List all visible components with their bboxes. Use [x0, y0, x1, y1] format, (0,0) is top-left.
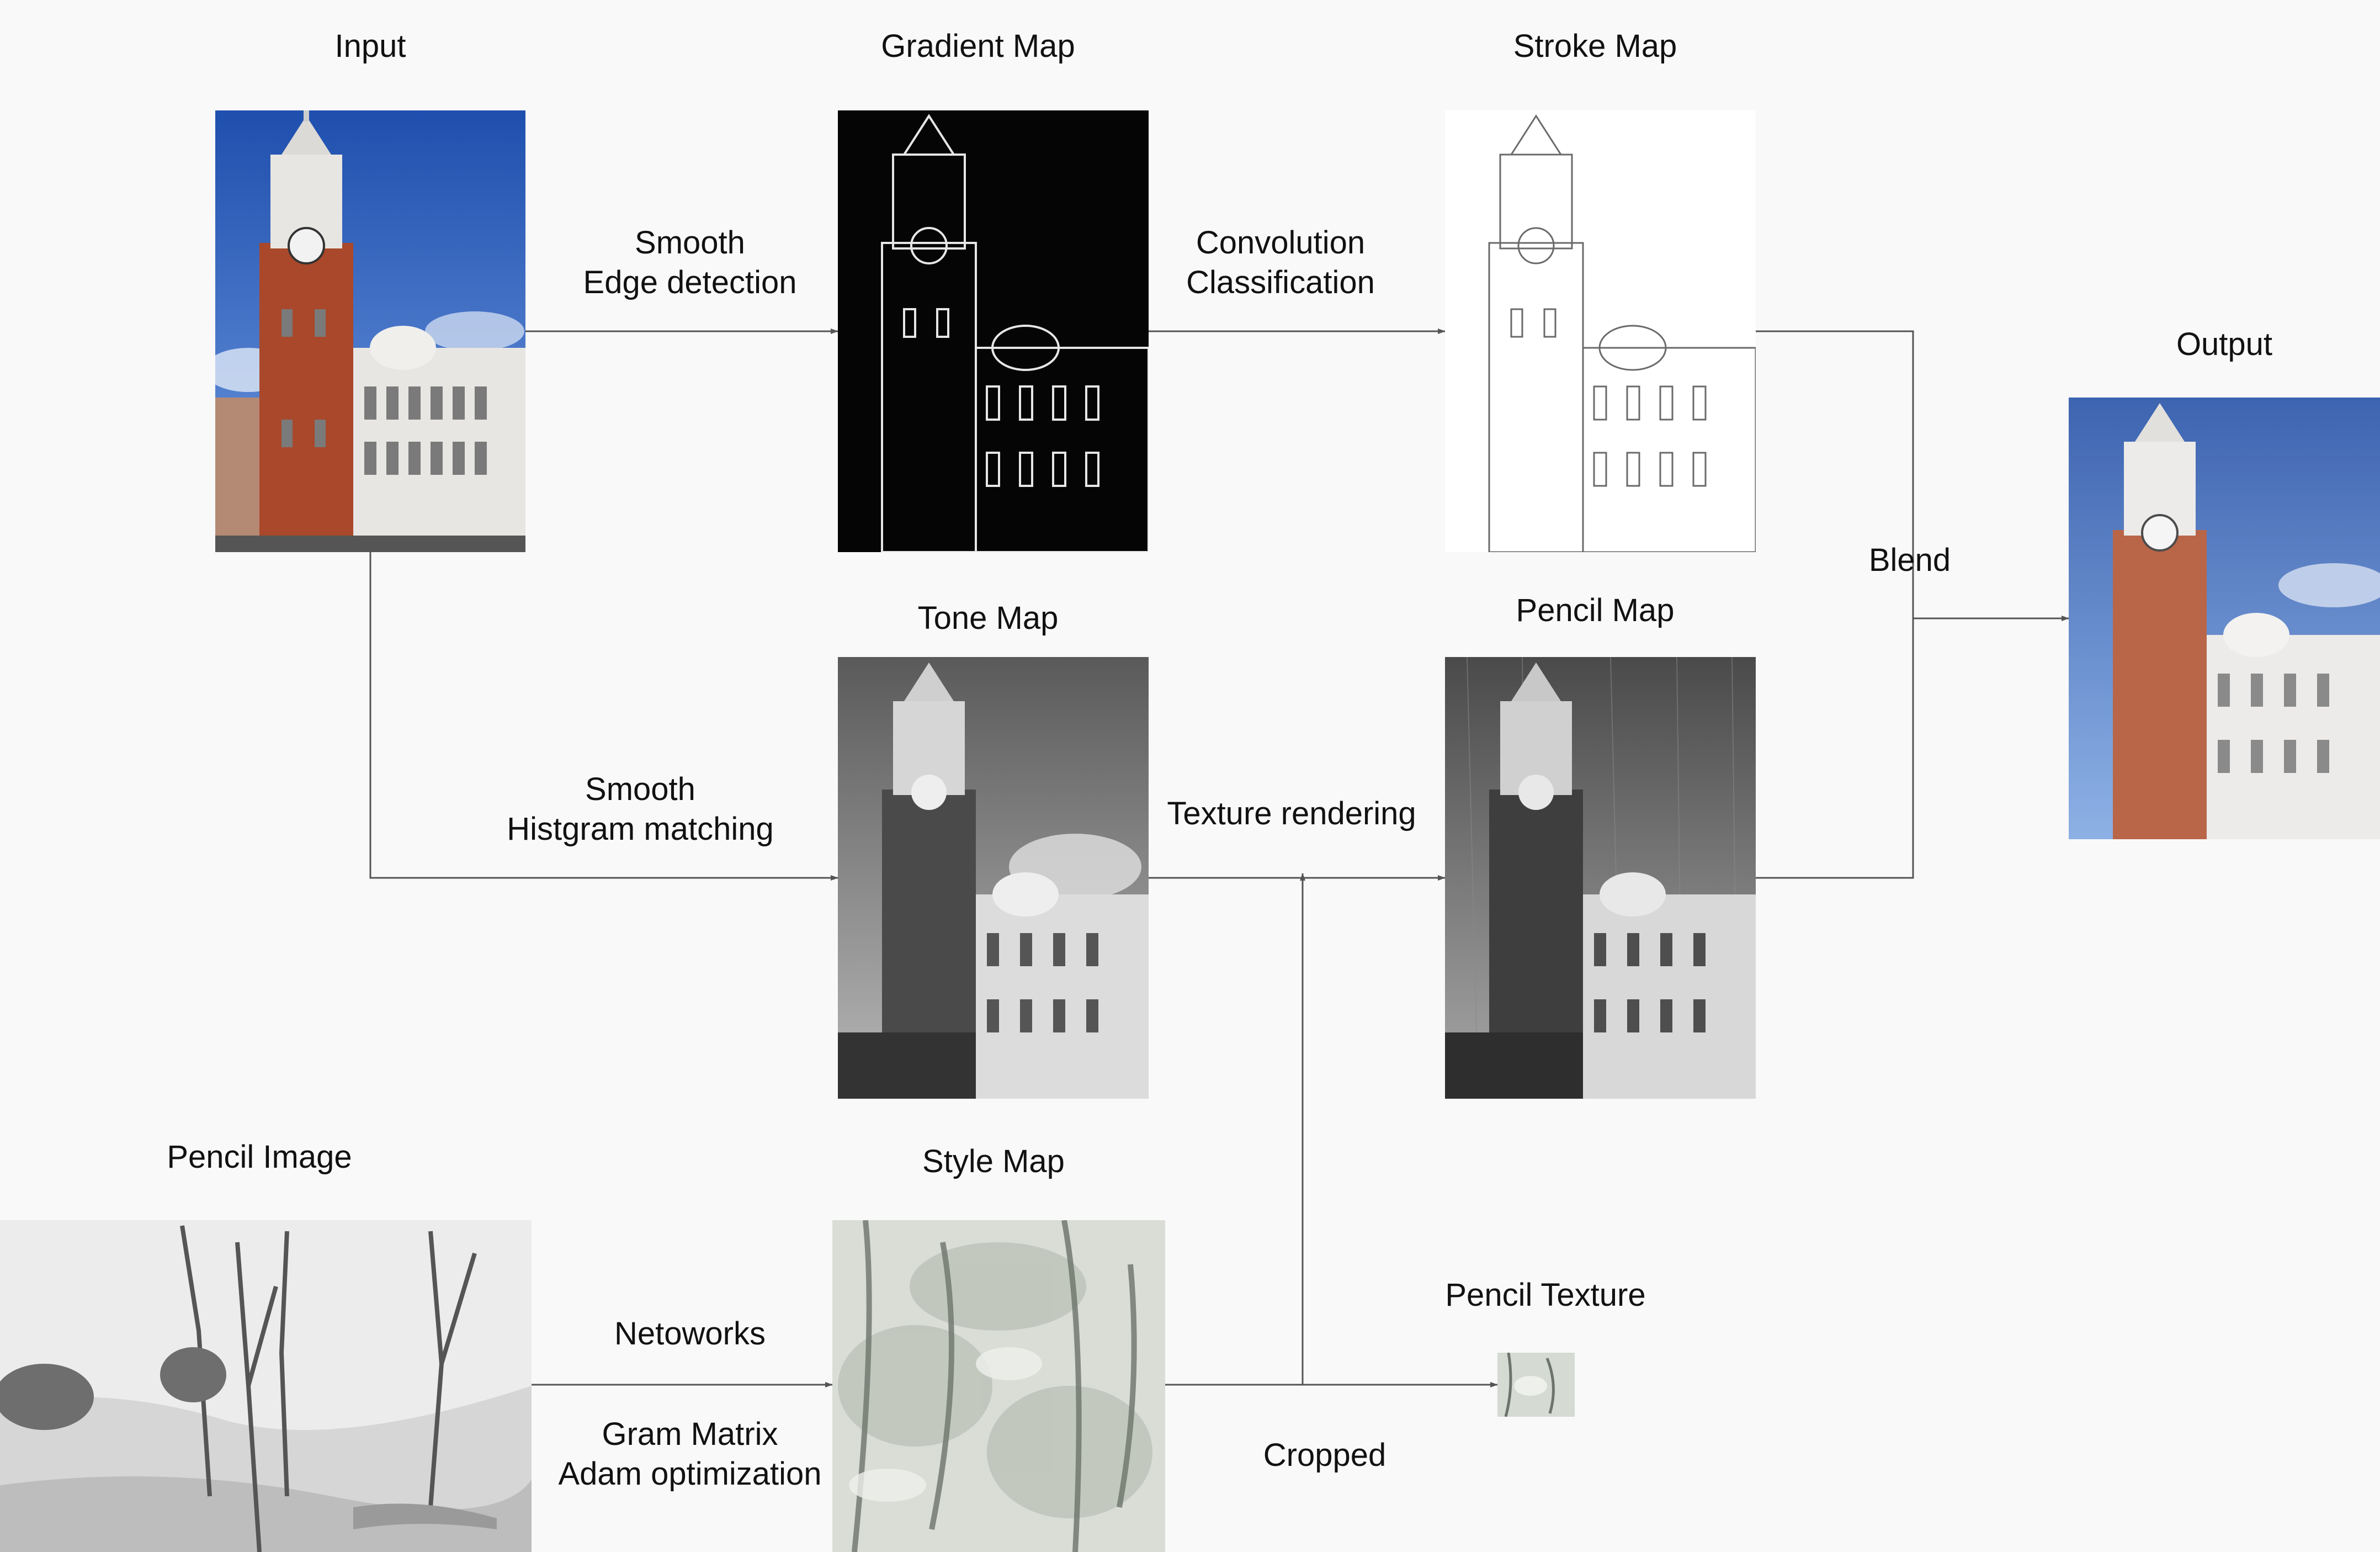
edge-label-networks: Netoworks	[614, 1316, 766, 1352]
gradient-map-image	[838, 110, 1149, 552]
line-pencilmap-to-blend	[1756, 618, 1914, 879]
edge-label-line: Convolution	[1196, 225, 1366, 261]
tone-map-title: Tone Map	[917, 600, 1059, 636]
output-image	[2069, 398, 2380, 839]
stroke-map-title: Stroke Map	[1513, 28, 1677, 64]
style-map-title: Style Map	[922, 1143, 1065, 1179]
edge-label-line: Histgram matching	[507, 811, 774, 847]
input-image	[215, 110, 525, 552]
edge-label-gram-matrix-adam: Gram Matrix Adam optimization	[524, 1415, 856, 1494]
input-title: Input	[334, 28, 406, 64]
edge-label-blend: Blend	[1868, 542, 1951, 578]
edge-label-smooth-edge-detection: Smooth Edge detection	[552, 223, 828, 303]
edge-label-convolution-classification: Convolution Classification	[1143, 223, 1419, 303]
line-stroke-to-blend	[1756, 330, 1914, 618]
pencil-map-image	[1445, 657, 1756, 1099]
edge-label-line: Gram Matrix	[602, 1416, 778, 1452]
edge-label-line: Smooth	[635, 225, 745, 261]
pencil-texture-image	[1497, 1353, 1575, 1417]
arrow-input-to-tone	[369, 552, 838, 881]
edge-label-line: Adam optimization	[558, 1456, 822, 1492]
edge-label-line: Edge detection	[583, 264, 797, 300]
style-map-image	[832, 1220, 1165, 1552]
edge-label-smooth-histgram-matching: Smooth Histgram matching	[475, 770, 806, 849]
pencil-image-title: Pencil Image	[167, 1139, 352, 1175]
output-title: Output	[2176, 326, 2273, 362]
gradient-map-title: Gradient Map	[881, 28, 1075, 64]
pencil-texture-title: Pencil Texture	[1445, 1277, 1646, 1313]
edge-label-line: Smooth	[585, 771, 695, 807]
edge-label-texture-rendering: Texture rendering	[1167, 796, 1416, 831]
pencil-map-title: Pencil Map	[1516, 592, 1675, 628]
pencil-image	[0, 1220, 532, 1552]
tone-map-image	[838, 657, 1149, 1099]
stroke-map-image	[1445, 110, 1756, 552]
edge-label-cropped: Cropped	[1263, 1437, 1386, 1473]
edge-label-line: Classification	[1186, 264, 1375, 300]
